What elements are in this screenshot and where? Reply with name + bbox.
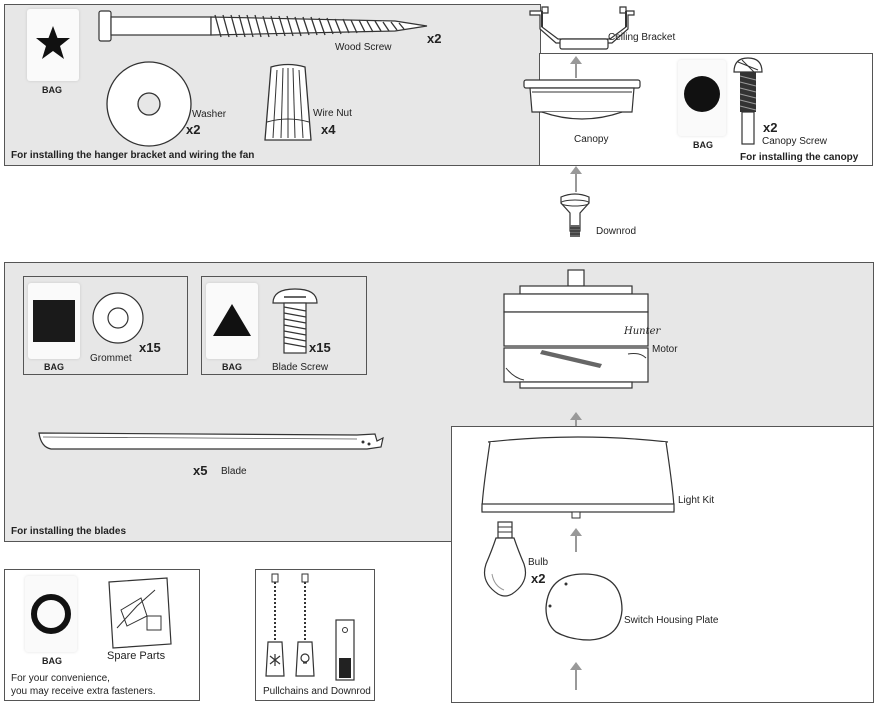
pullchain-caption: Pullchains and Downrod — [263, 686, 371, 697]
grommet-icon — [92, 292, 144, 344]
washer-icon — [106, 61, 192, 147]
square-icon — [33, 300, 75, 342]
wire-nut-qty: x4 — [321, 122, 336, 137]
grommet-subpanel: BAG x15 Grommet — [23, 276, 188, 375]
arrow-up-icon — [570, 166, 582, 192]
spare-caption-line2: you may receive extra fasteners. — [11, 686, 156, 697]
circle-icon — [684, 76, 720, 112]
light-kit-label: Light Kit — [678, 495, 715, 506]
blade-screw-label: Blade Screw — [272, 362, 329, 373]
washer-label: Washer — [192, 109, 227, 120]
downrod-label: Downrod — [596, 226, 637, 237]
pullchain-panel: Pullchains and Downrod — [255, 569, 375, 701]
pullchain-light-icon — [295, 573, 315, 677]
downrod-icon — [560, 193, 590, 237]
bag-label: BAG — [42, 85, 62, 95]
ceiling-bracket-icon — [529, 6, 635, 50]
motor-label: Motor — [652, 344, 678, 355]
motor-icon: Hunter — [503, 269, 662, 389]
ring-icon — [31, 594, 71, 634]
arrow-up-icon — [570, 528, 582, 552]
bulb-icon — [483, 521, 527, 597]
wood-screw-qty: x2 — [427, 31, 442, 46]
spare-caption-line1: For your convenience, — [11, 673, 110, 684]
spare-parts-panel: BAG Spare Parts For your convenience, yo… — [4, 569, 200, 701]
blade-icon — [38, 432, 384, 450]
blade-screw-bag-label: BAG — [222, 362, 242, 372]
hardware-panel: BAG Wood Screw x2 Washer x2 — [4, 4, 541, 166]
blades-caption: For installing the blades — [11, 526, 127, 537]
triangle-icon — [213, 304, 251, 336]
ceiling-bracket-label: Ceiling Bracket — [608, 32, 676, 43]
spare-bag-label: BAG — [42, 656, 62, 666]
blade-screw-subpanel: BAG x15 Blade Screw — [201, 276, 367, 375]
canopy-screw-qty: x2 — [763, 120, 778, 135]
spare-parts-label: Spare Parts — [107, 650, 166, 662]
arrow-up-icon — [570, 56, 582, 78]
bulb-qty: x2 — [531, 571, 546, 586]
canopy-screw-icon — [733, 57, 763, 145]
grommet-label: Grommet — [90, 353, 132, 364]
blade-label: Blade — [221, 466, 247, 477]
arrow-up-icon — [570, 662, 582, 690]
downrod-plate-icon — [335, 619, 355, 681]
washer-qty: x2 — [186, 122, 201, 137]
grommet-qty: x15 — [139, 340, 161, 355]
blade-screw-icon — [272, 288, 318, 354]
canopy-icon — [523, 79, 641, 120]
motor-logo: Hunter — [623, 326, 662, 337]
blade-qty: x5 — [193, 463, 208, 478]
switch-housing-plate-label: Switch Housing Plate — [624, 615, 719, 626]
hardware-caption: For installing the hanger bracket and wi… — [11, 150, 255, 161]
canopy-label: Canopy — [574, 134, 609, 145]
wire-nut-icon — [264, 63, 312, 141]
wood-screw-icon — [98, 10, 428, 42]
blade-screw-qty: x15 — [309, 340, 331, 355]
star-icon — [36, 26, 70, 59]
wood-screw-label: Wood Screw — [335, 42, 392, 53]
canopy-caption: For installing the canopy — [740, 152, 859, 163]
canopy-bag-label: BAG — [693, 140, 713, 150]
light-kit-icon — [481, 436, 675, 519]
canopy-screw-label: Canopy Screw — [762, 136, 828, 147]
spare-parts-icon — [108, 577, 172, 649]
grommet-bag-label: BAG — [44, 362, 64, 372]
wire-nut-label: Wire Nut — [313, 108, 352, 119]
bulb-label: Bulb — [528, 557, 549, 568]
switch-housing-plate-icon — [545, 573, 623, 641]
pullchain-icon — [265, 573, 285, 677]
